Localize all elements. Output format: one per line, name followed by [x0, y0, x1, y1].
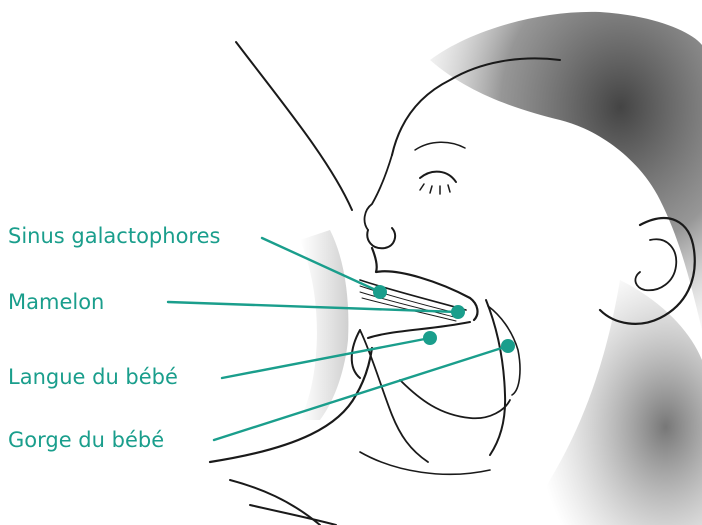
baby-neck-fold	[360, 452, 490, 474]
breast-outline	[236, 42, 352, 210]
baby-hand	[400, 380, 510, 418]
label-mamelon: Mamelon	[8, 292, 104, 313]
baby-eyelashes	[420, 184, 450, 194]
label-gorge-du-bebe: Gorge du bébé	[8, 430, 164, 451]
marker-mamelon	[451, 305, 465, 319]
marker-gorge	[501, 339, 515, 353]
mother-arm-lower	[250, 505, 336, 525]
leader-line-gorge	[214, 346, 508, 440]
baby-nose	[367, 228, 395, 248]
baby-hair	[430, 12, 702, 330]
baby-jaw	[486, 300, 505, 455]
baby-eye	[420, 172, 456, 182]
marker-langue	[423, 331, 437, 345]
label-langue-du-bebe: Langue du bébé	[8, 367, 178, 388]
baby-tongue	[368, 322, 470, 338]
marker-sinus	[373, 285, 387, 299]
baby-cheek-shading	[520, 280, 702, 525]
baby-eyebrow	[415, 142, 465, 150]
label-sinus-galactophores: Sinus galactophores	[8, 226, 220, 247]
baby-forehead	[365, 155, 392, 230]
baby-ear-inner	[635, 239, 676, 290]
